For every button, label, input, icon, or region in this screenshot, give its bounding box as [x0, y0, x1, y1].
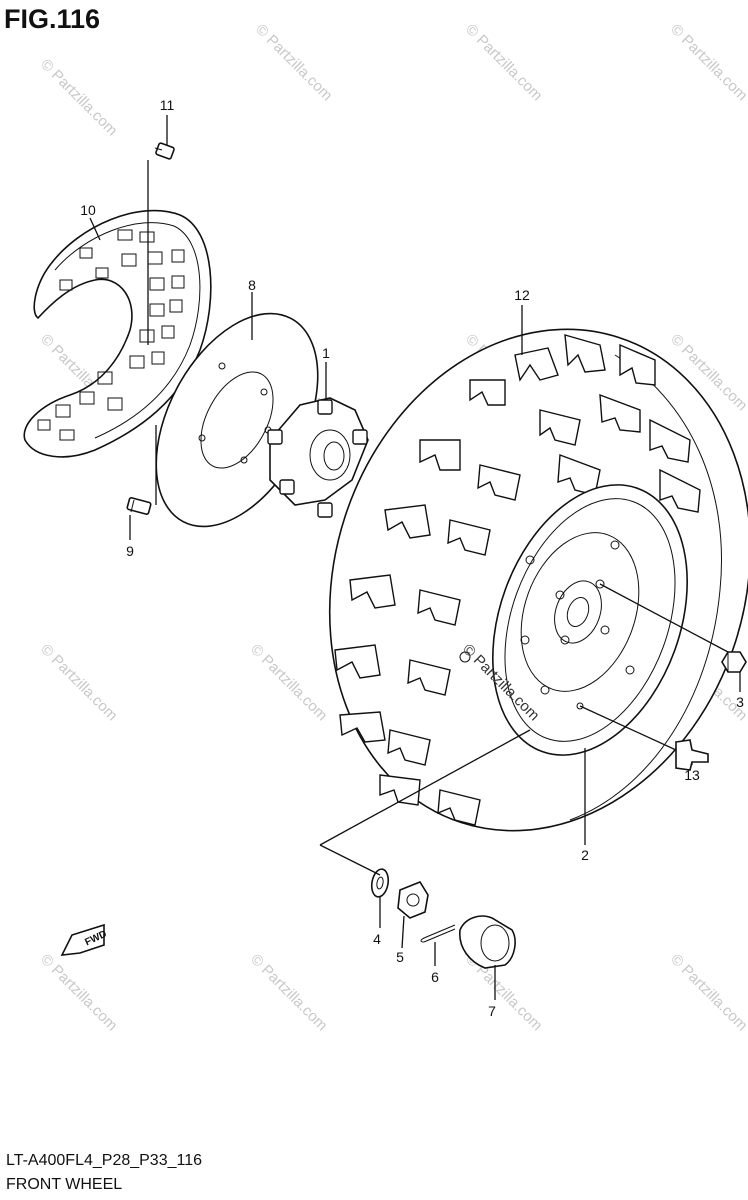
callout-11: 11 — [160, 97, 175, 113]
watermark: © Partzilla.com — [247, 951, 330, 1034]
callout-13: 13 — [684, 767, 700, 783]
part-washer-4[interactable] — [370, 868, 391, 898]
leader-lines — [89, 115, 741, 1000]
callout-2: 2 — [581, 847, 589, 863]
part-cotter-pin-6[interactable] — [420, 924, 456, 943]
callout-4: 4 — [373, 931, 381, 947]
fwd-arrow-badge: FWD — [60, 923, 109, 956]
callout-10: 10 — [80, 202, 96, 218]
callout-labels: 11 10 8 1 12 9 3 13 2 4 5 6 7 — [80, 97, 744, 1019]
part-wheel-rim-2[interactable] — [458, 458, 723, 783]
callout-5: 5 — [396, 949, 404, 965]
callout-1: 1 — [322, 345, 330, 361]
watermark: © Partzilla.com — [462, 21, 545, 104]
part-bolt-11[interactable] — [154, 142, 175, 160]
model-code: LT-A400FL4_P28_P33_116 — [6, 1152, 203, 1169]
callout-3: 3 — [736, 694, 744, 710]
callout-9: 9 — [126, 543, 134, 559]
part-hub-1[interactable] — [267, 397, 369, 518]
callout-6: 6 — [431, 969, 439, 985]
watermark: © Partzilla.com — [37, 951, 120, 1034]
callout-7: 7 — [488, 1003, 496, 1019]
part-hub-cap-7[interactable] — [459, 915, 516, 969]
watermark: © Partzilla.com — [37, 641, 120, 724]
watermark: © Partzilla.com — [247, 641, 330, 724]
watermark: © Partzilla.com — [667, 21, 748, 104]
watermark: © Partzilla.com — [37, 56, 120, 139]
part-castle-nut-5[interactable] — [397, 881, 429, 919]
section-name: FRONT WHEEL — [6, 1176, 123, 1193]
part-disc-guard-10[interactable] — [23, 209, 212, 458]
figure-title: FIG.116 — [4, 4, 101, 34]
callout-8: 8 — [248, 277, 256, 293]
watermark: © Partzilla.com — [252, 21, 335, 104]
part-nut-3[interactable] — [721, 651, 747, 673]
part-bolt-9[interactable] — [126, 497, 152, 515]
callout-12: 12 — [514, 287, 530, 303]
watermark: © Partzilla.com — [667, 951, 748, 1034]
part-valve-13[interactable] — [675, 739, 709, 771]
